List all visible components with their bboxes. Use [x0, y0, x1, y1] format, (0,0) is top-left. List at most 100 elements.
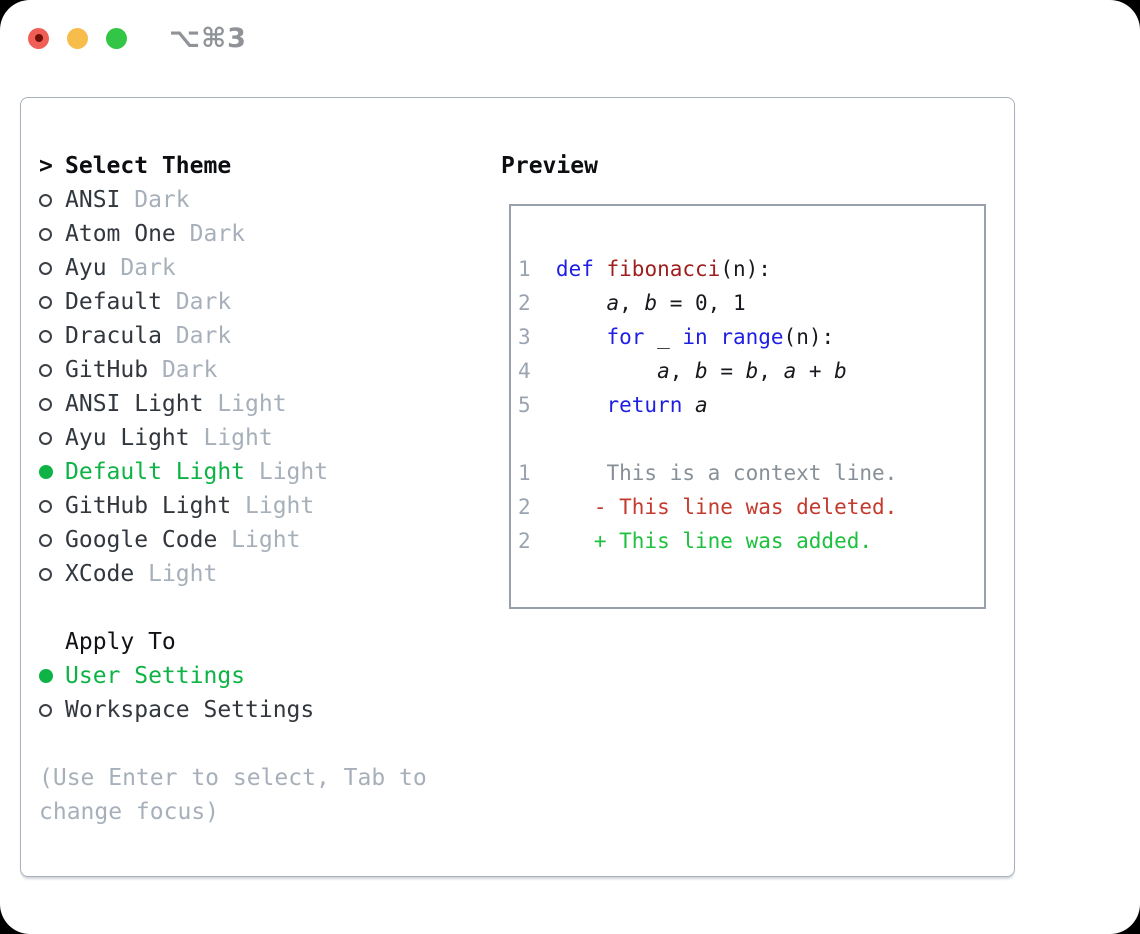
theme-option[interactable]: ANSI Dark: [39, 183, 328, 217]
code-token-add: + This line was added.: [593, 529, 873, 553]
code-token-p: (n):: [720, 257, 771, 281]
theme-variant-tag: Light: [203, 391, 287, 417]
code-line: 2 a, b = 0, 1: [518, 286, 974, 320]
code-token-ctx: This is a context line.: [555, 461, 898, 485]
code-token-p: [556, 325, 607, 349]
option-label: ANSI: [65, 187, 121, 213]
theme-option[interactable]: Ayu Light Light: [39, 421, 328, 455]
code-token-p: [708, 325, 721, 349]
code-token-v: b: [644, 291, 658, 315]
zoom-button[interactable]: [106, 27, 127, 49]
code-token-p: [556, 529, 594, 553]
radio-icon: [39, 261, 65, 275]
code-token-p: [594, 257, 607, 281]
code-token-kw: def: [555, 257, 594, 281]
code-token-p: +: [796, 359, 835, 383]
theme-option[interactable]: Google Code Light: [39, 523, 328, 557]
theme-variant-tag: Light: [217, 527, 301, 553]
hint-line: change focus): [39, 799, 220, 825]
option-label: User Settings: [65, 663, 246, 689]
code-line: 5 return a: [518, 388, 974, 422]
radio-icon: [39, 193, 65, 207]
theme-variant-tag: Dark: [161, 323, 232, 349]
line-number: 1: [518, 461, 531, 485]
radio-icon: [39, 703, 65, 717]
line-number: 1: [518, 257, 531, 281]
line-number: 5: [518, 393, 531, 417]
code-token-p: ,: [758, 359, 784, 383]
radio-icon: [39, 533, 65, 547]
option-label: Workspace Settings: [65, 697, 315, 723]
line-number: 3: [518, 325, 531, 349]
option-label: GitHub: [65, 357, 149, 383]
minimize-button[interactable]: [67, 27, 88, 49]
radio-icon: [39, 363, 65, 377]
code-token-p: =: [707, 359, 746, 383]
theme-option[interactable]: Default Light Light: [39, 455, 328, 489]
option-label: Atom One: [65, 221, 176, 247]
line-number: 2: [518, 529, 531, 553]
theme-variant-tag: Light: [189, 425, 273, 451]
code-token-kw: for: [606, 325, 645, 349]
theme-option[interactable]: Dracula Dark: [39, 319, 328, 353]
theme-option[interactable]: XCode Light: [39, 557, 328, 591]
code-line: 4 a, b = b, a + b: [518, 354, 974, 388]
radio-icon: [39, 567, 65, 581]
line-number: 2: [518, 291, 531, 315]
code-token-v: a: [695, 393, 708, 417]
theme-variant-tag: Dark: [161, 289, 232, 315]
code-token-p: [682, 393, 695, 417]
theme-option[interactable]: GitHub Light Light: [39, 489, 328, 523]
theme-option[interactable]: Ayu Dark: [39, 251, 328, 285]
theme-variant-tag: Light: [134, 561, 218, 587]
code-token-p: [556, 291, 607, 315]
code-line: 3 for _ in range(n):: [518, 320, 974, 354]
code-token-p: [556, 495, 594, 519]
apply-to-header: Apply To: [39, 625, 314, 659]
apply-to-option[interactable]: User Settings: [39, 659, 314, 693]
radio-selected-icon: [39, 669, 65, 683]
preview-label: Preview: [501, 153, 598, 179]
apply-to-option[interactable]: Workspace Settings: [39, 693, 314, 727]
radio-icon: [39, 227, 65, 241]
code-line: 1 This is a context line.: [518, 456, 974, 490]
option-label: XCode: [65, 561, 135, 587]
window-title: ⌥⌘3: [169, 22, 247, 54]
line-number: 4: [518, 359, 531, 383]
theme-option[interactable]: ANSI Light Light: [39, 387, 328, 421]
radio-icon: [39, 295, 65, 309]
prompt-icon: >: [39, 153, 53, 179]
radio-icon: [39, 329, 65, 343]
theme-variant-tag: Dark: [106, 255, 176, 281]
theme-option[interactable]: Atom One Dark: [39, 217, 328, 251]
code-line: 2 + This line was added.: [518, 524, 974, 558]
radio-icon: [39, 397, 65, 411]
close-button[interactable]: [28, 27, 49, 49]
option-label: Ayu Light: [65, 425, 190, 451]
radio-icon: [39, 431, 65, 445]
apply-to-label: Apply To: [65, 629, 176, 655]
code-line: [518, 422, 974, 456]
code-token-p: [556, 393, 607, 417]
hint-line: (Use Enter to select, Tab to: [39, 765, 427, 791]
code-token-v: b: [745, 359, 759, 383]
code-token-kw: range: [720, 325, 784, 349]
code-token-v: b: [695, 359, 708, 383]
option-label: Google Code: [65, 527, 218, 553]
code-token-del: - This line was deleted.: [593, 495, 898, 519]
theme-option[interactable]: GitHub Dark: [39, 353, 328, 387]
code-token-v: b: [834, 359, 847, 383]
option-label: Default: [65, 289, 162, 315]
code-token-p: = 0, 1: [657, 291, 746, 315]
theme-option[interactable]: Default Dark: [39, 285, 328, 319]
option-label: GitHub Light: [65, 493, 232, 519]
code-token-kw: in: [682, 325, 708, 349]
line-number: 2: [518, 495, 531, 519]
